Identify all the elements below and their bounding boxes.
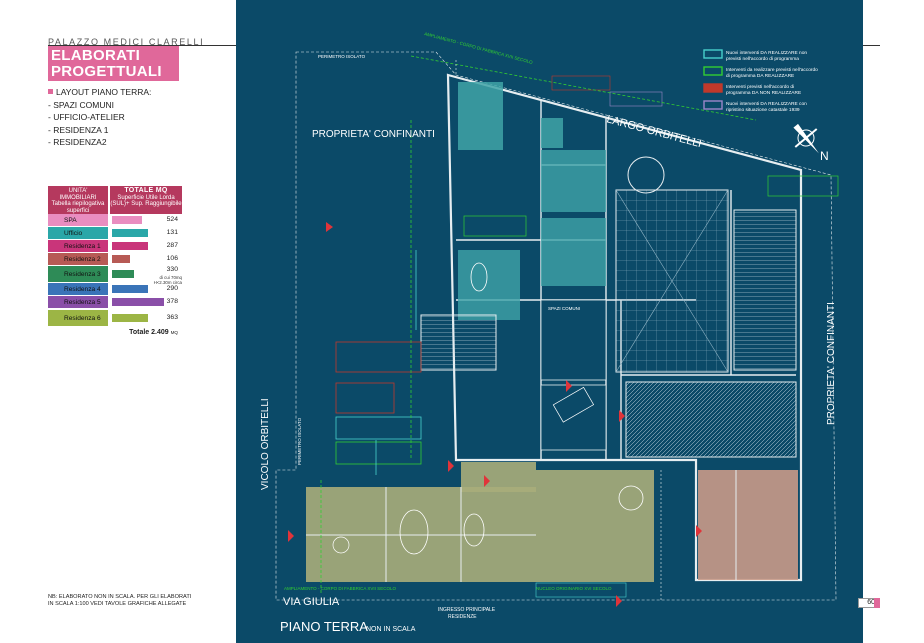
legend-text: programma DA NON REALIZZARE (726, 90, 801, 96)
table-row-label: SPA (48, 214, 108, 226)
bullet-square-icon (48, 89, 53, 94)
table-row-label: Residenza 6 (48, 310, 108, 326)
office-room (458, 250, 520, 320)
footnote: NB: ELABORATO NON IN SCALA. PER GLI ELAB… (48, 594, 192, 607)
office-room (458, 82, 503, 150)
table-row: Residenza 2 106 (48, 253, 182, 265)
via-giulia-label: VIA GIULIA (283, 596, 340, 608)
legend-text: Nuovi interventi DA REALIZZARE non (726, 50, 807, 56)
ampliamento-top-label: AMPLIAMENTO - CORPO DI FABBRICA XVII SEC… (424, 31, 534, 65)
table-header-total: TOTALE MQ Superficie Utile Lorda (SUL)+ … (110, 186, 182, 214)
proprieta-confinanti-right-label: PROPRIETA' CONFINANTI (826, 302, 837, 425)
ampliamento-bottom-label: AMPLIAMENTO - CORPO DI FABBRICA XVII SEC… (284, 586, 396, 591)
legend-text: Interventi da realizzare previsti nell'a… (726, 67, 818, 73)
stair-block (733, 209, 797, 371)
ingresso-line-1: INGRESSO PRINCIPALE (438, 607, 496, 613)
legend-text: ripristino situazione catastale 1939 (726, 107, 800, 113)
table-row-note: di cui 70mq H<2.30m circa (153, 275, 182, 285)
table-row: Residenza 5 378 (48, 296, 182, 308)
office-room (541, 218, 606, 286)
ingresso-line-2: RESIDENZE (448, 614, 477, 620)
table-row-swatch (112, 270, 134, 278)
legend-swatch (703, 83, 723, 93)
table-row-label: Residenza 3 (48, 266, 108, 282)
table-total: Totale 2.409 MQ (129, 329, 178, 336)
legend-swatch (703, 49, 723, 59)
north-arrow-icon (793, 123, 819, 154)
title-line-1: ELABORATI (51, 47, 141, 64)
table-row-value: 131 (166, 229, 178, 236)
perimeter-line (275, 51, 837, 601)
units-table: UNITA' IMMOBILIARI Tabella riepilogativa… (48, 186, 182, 341)
piano-terra-label: PIANO TERRA (280, 619, 368, 634)
layout-heading: LAYOUT PIANO TERRA: (56, 87, 152, 97)
layout-list: LAYOUT PIANO TERRA: - SPAZI COMUNI - UFF… (48, 86, 151, 149)
palazzo-name: PALAZZO MEDICI CLARELLI (48, 37, 205, 47)
legend: Nuovi interventi DA REALIZZARE nonprevis… (703, 49, 818, 113)
table-row: Residenza 1 287 (48, 240, 182, 252)
layout-item: - UFFICIO-ATELIER (48, 112, 125, 123)
layout-item: - RESIDENZA2 (48, 137, 107, 148)
table-row-label: Residenza 2 (48, 253, 108, 265)
arcade (625, 381, 797, 458)
table-row-swatch (112, 314, 148, 322)
table-row: Ufficio 131 (48, 227, 182, 239)
north-label: N (820, 149, 829, 163)
vicolo-orbitelli-label: VICOLO ORBITELLI (260, 398, 271, 490)
largo-orbitelli-label: LARGO ORBITELLI (605, 113, 703, 150)
table-row-value: 287 (166, 242, 178, 249)
table-row-value: 330 (166, 266, 178, 273)
table-row-label: Residenza 1 (48, 240, 108, 252)
table-row-value: 106 (166, 255, 178, 262)
table-row-label: Ufficio (48, 227, 108, 239)
table-row-swatch (112, 242, 148, 250)
office-room (541, 118, 563, 148)
layout-item: - SPAZI COMUNI (48, 99, 114, 110)
table-row-value: 290 (166, 285, 178, 292)
office-room (541, 150, 606, 212)
table-row-value: 524 (166, 216, 178, 223)
title-line-2: PROGETTUALI (51, 63, 162, 80)
building-walls (446, 73, 803, 582)
table-row: Residenza 3 330 di cui 70mq H<2.30m circa (48, 266, 182, 285)
residence-2-rooms (698, 470, 798, 580)
table-row-swatch (112, 298, 164, 306)
proprieta-confinanti-top-label: PROPRIETA' CONFINANTI (312, 129, 435, 140)
table-row: SPA 524 (48, 214, 182, 226)
table-row-label: Residenza 5 (48, 296, 108, 308)
floor-plan-drawing: Nuovi interventi DA REALIZZARE nonprevis… (260, 31, 839, 634)
table-row-value: 378 (166, 298, 178, 305)
table-row-value: 363 (166, 314, 178, 321)
nucleo-bottom-label: NUCLEO ORIGINARIO XVI SECOLO (536, 586, 612, 591)
layout-item: - RESIDENZA 1 (48, 124, 109, 135)
table-row-swatch (112, 229, 148, 237)
table-row-swatch (112, 285, 148, 293)
page-number-accent (874, 598, 880, 608)
legend-swatch (703, 100, 723, 110)
legend-text: Nuovi interventi DA REALIZZARE con (726, 101, 807, 107)
table-row-label: Residenza 4 (48, 283, 108, 295)
perimetro-top-label: PERIMETRO ISOLATO (318, 54, 366, 59)
spazi-comuni-label: SPAZI COMUNI (548, 306, 580, 311)
perimetro-left-label: PERIMETRO ISOLATO (297, 417, 302, 465)
legend-text: di programma DA REALIZZARE (726, 73, 794, 79)
table-header-units: UNITA' IMMOBILIARI Tabella riepilogativa… (48, 186, 108, 214)
table-row: Residenza 6 363 (48, 310, 182, 326)
legend-text: previsti nell'accordo di programma (726, 56, 799, 62)
table-row: Residenza 4 290 (48, 283, 182, 295)
legend-text: Interventi previsti nell'accordo di (726, 84, 794, 90)
table-row-swatch (112, 216, 142, 224)
table-row-swatch (112, 255, 130, 263)
title-box: ELABORATI PROGETTUALI (48, 46, 179, 81)
legend-swatch (703, 66, 723, 76)
non-in-scala-label: NON IN SCALA (366, 626, 416, 633)
